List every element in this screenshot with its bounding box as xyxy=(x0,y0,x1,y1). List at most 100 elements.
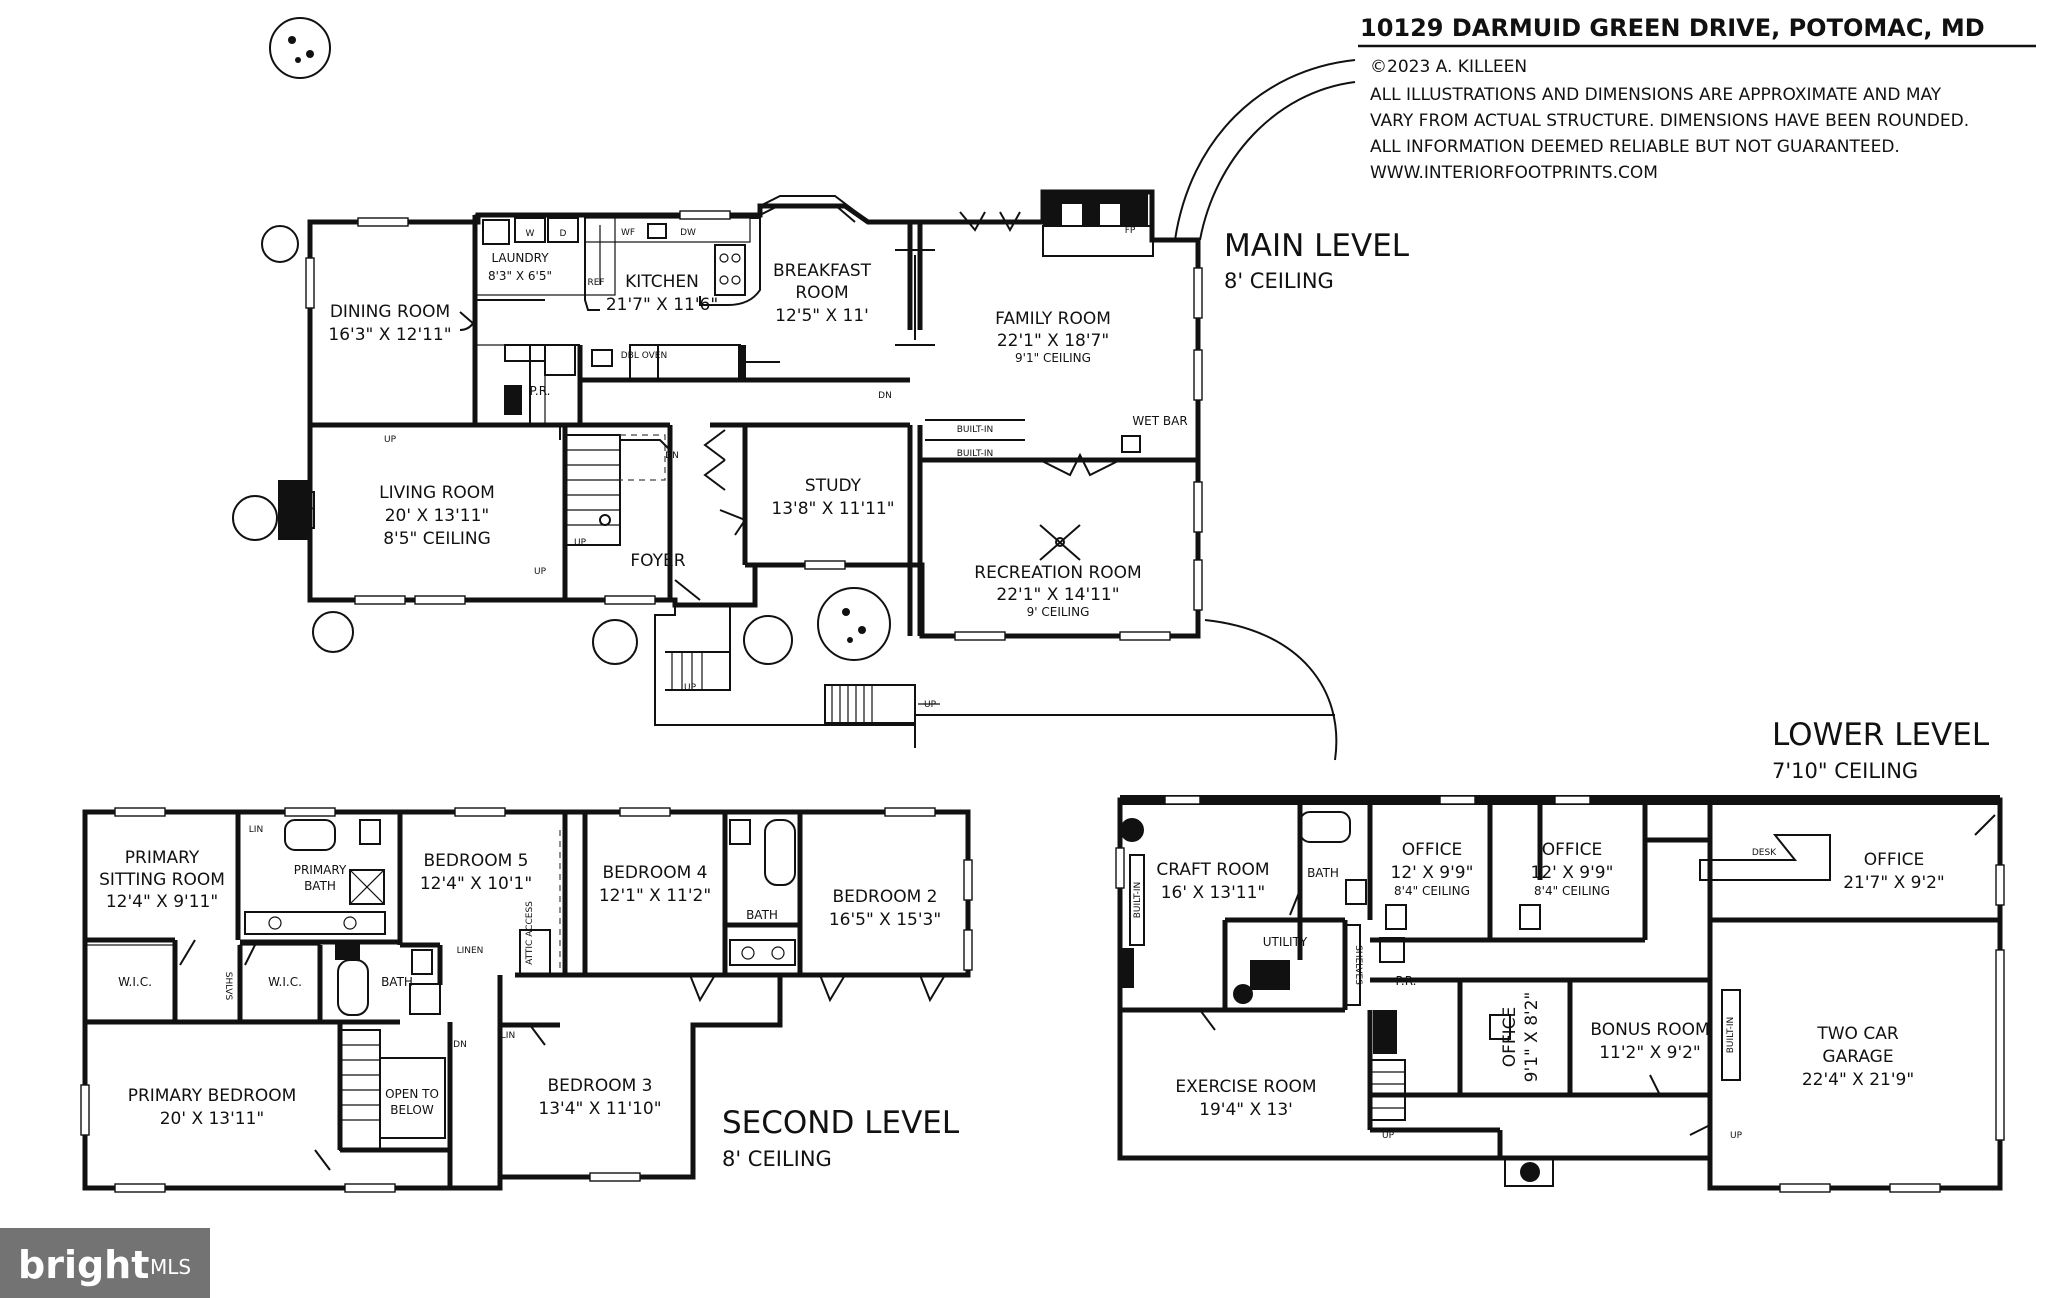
stairs-up-label: UP xyxy=(574,538,587,548)
shrub-icon xyxy=(232,495,278,541)
wet-bar-label: WET BAR xyxy=(1132,414,1187,428)
laundry-dims: 8'3" X 6'5" xyxy=(488,269,552,283)
lower-stairs xyxy=(1369,1059,1406,1121)
window-marks xyxy=(305,210,1203,641)
bedroom-2-dims: 16'5" X 15'3" xyxy=(829,910,941,930)
stairs-up-label: UP xyxy=(384,435,397,445)
office-1-dims: 12' X 9'9" xyxy=(1391,863,1474,883)
exercise-room-dims: 19'4" X 13' xyxy=(1199,1100,1293,1120)
stairs-up-label: UP xyxy=(684,683,697,693)
attic-access-label: ATTIC ACCESS xyxy=(525,901,535,965)
dining-room-label: DINING ROOM xyxy=(330,302,450,322)
bonus-room-label: BONUS ROOM xyxy=(1590,1020,1709,1040)
second-level-ceiling: 8' CEILING xyxy=(722,1147,832,1171)
bedroom-4-dims: 12'1" X 11'2" xyxy=(599,886,711,906)
toilet xyxy=(1379,937,1405,963)
toilet xyxy=(1489,1014,1511,1040)
website-text: WWW.INTERIORFOOTPRINTS.COM xyxy=(1370,163,1658,183)
garage-label-2: GARAGE xyxy=(1822,1047,1893,1067)
utility-label: UTILITY xyxy=(1263,935,1308,949)
office-2-label: OFFICE xyxy=(1542,840,1603,860)
primary-bath-label-1: PRIMARY xyxy=(294,863,347,877)
bathtub xyxy=(284,819,336,851)
recreation-room-dims: 22'1" X 14'11" xyxy=(996,585,1119,605)
office-3-label: OFFICE xyxy=(1864,850,1925,870)
laundry-sink xyxy=(482,219,510,245)
stairs-up-label: UP xyxy=(534,567,547,577)
vanity xyxy=(729,939,796,966)
disclaimer-line-3: ALL INFORMATION DEEMED RELIABLE BUT NOT … xyxy=(1370,137,1900,157)
stairs-down-label: DN xyxy=(665,451,679,461)
bathtub xyxy=(764,819,796,886)
shrub-icon xyxy=(312,611,354,653)
sump-pump xyxy=(1120,818,1144,842)
window-marks xyxy=(80,807,973,1193)
walk-in-closet-label: W.I.C. xyxy=(268,975,302,989)
study-label: STUDY xyxy=(805,476,862,496)
second-level-title: SECOND LEVEL xyxy=(722,1105,960,1141)
toilet xyxy=(1345,879,1367,905)
cooktop xyxy=(714,244,746,296)
garage-label-1: TWO CAR xyxy=(1816,1024,1898,1044)
wet-bar-sink xyxy=(1121,435,1141,453)
fireplace-label: FP xyxy=(303,506,314,516)
exercise-room-label: EXERCISE ROOM xyxy=(1175,1077,1316,1097)
shower xyxy=(349,869,385,905)
bedroom-5-label: BEDROOM 5 xyxy=(424,851,529,871)
fireplace xyxy=(278,480,310,540)
tree-icon xyxy=(817,587,891,661)
dryer-label: D xyxy=(560,229,567,239)
shelves-label: SHLVS xyxy=(223,972,233,1001)
washer xyxy=(514,217,546,243)
office-3-dims: 21'7" X 9'2" xyxy=(1843,873,1945,893)
primary-sitting-label-1: PRIMARY xyxy=(125,848,200,868)
linen-label: LINEN xyxy=(457,946,484,956)
main-level-title: MAIN LEVEL xyxy=(1224,228,1410,264)
ceiling-fan-icon xyxy=(1039,524,1081,561)
breakfast-room-dims: 12'5" X 11' xyxy=(775,306,869,326)
tree-icon xyxy=(269,17,331,79)
toilet xyxy=(359,819,381,845)
built-in-label: BUILT-IN xyxy=(957,425,994,435)
walk-in-closet-label: W.I.C. xyxy=(118,975,152,989)
built-in-label: BUILT-IN xyxy=(1133,882,1143,919)
garage-door xyxy=(1995,949,2005,1141)
toilet xyxy=(1519,904,1541,930)
family-room-label: FAMILY ROOM xyxy=(995,309,1111,329)
bath-label: BATH xyxy=(381,975,413,989)
watermark-mls: MLS xyxy=(150,1255,191,1279)
bonus-room-dims: 11'2" X 9'2" xyxy=(1599,1043,1701,1063)
driveway-curve xyxy=(1204,619,1338,761)
lower-level-ceiling: 7'10" CEILING xyxy=(1772,759,1918,783)
office-1-ceiling: 8'4" CEILING xyxy=(1394,884,1470,898)
open-to-below-label-1: OPEN TO xyxy=(385,1087,439,1101)
office-2-dims: 12' X 9'9" xyxy=(1531,863,1614,883)
shower xyxy=(1299,811,1351,843)
address-title: 10129 DARMUID GREEN DRIVE, POTOMAC, MD xyxy=(1360,14,1985,42)
disclaimer-line-1: ALL ILLUSTRATIONS AND DIMENSIONS ARE APP… xyxy=(1370,85,1942,105)
living-room-label: LIVING ROOM xyxy=(379,483,495,503)
water-heater xyxy=(1250,960,1290,990)
dryer xyxy=(547,217,579,243)
toilet xyxy=(729,819,751,845)
powder-room-label: P.R. xyxy=(530,384,551,398)
stairs-up-label: UP xyxy=(1730,1131,1743,1141)
family-room-dims: 22'1" X 18'7" xyxy=(997,331,1109,351)
copyright-text: ©2023 A. KILLEEN xyxy=(1370,57,1527,77)
primary-sitting-label-2: SITTING ROOM xyxy=(99,870,225,890)
recreation-room-ceiling: 9' CEILING xyxy=(1027,605,1090,619)
refrigerator-label: REF xyxy=(587,278,604,288)
kitchen-dims: 21'7" X 11'6" xyxy=(606,295,718,315)
office-1-label: OFFICE xyxy=(1402,840,1463,860)
open-to-below-label-2: BELOW xyxy=(390,1103,434,1117)
primary-bath-label-2: BATH xyxy=(304,879,336,893)
disclaimer-line-2: VARY FROM ACTUAL STRUCTURE. DIMENSIONS H… xyxy=(1370,111,1969,131)
desk xyxy=(1699,834,1831,881)
main-outer-wall xyxy=(307,189,1201,639)
bath-label: BATH xyxy=(1307,866,1339,880)
stairs-down-label: DN xyxy=(878,391,892,401)
bathtub xyxy=(337,959,369,1016)
lower-level-title: LOWER LEVEL xyxy=(1772,717,1990,753)
main-stairs xyxy=(564,434,621,546)
